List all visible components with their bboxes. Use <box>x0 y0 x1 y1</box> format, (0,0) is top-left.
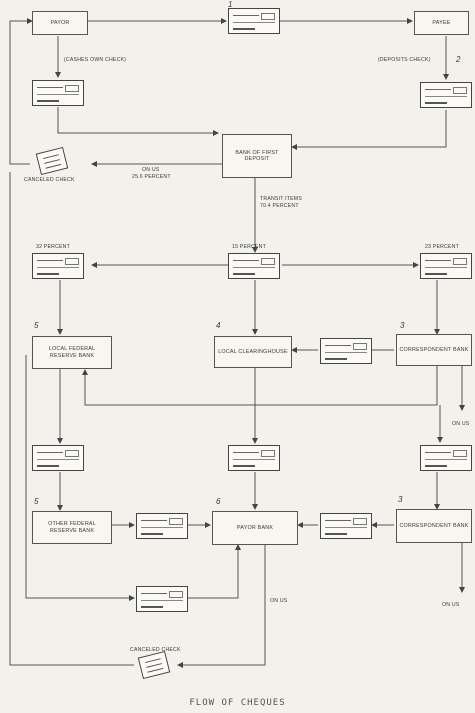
arrow-canceled2-rail <box>9 172 134 666</box>
pct-32-label: 32 PERCENT <box>36 244 70 250</box>
payor-bank-label: PAYOR BANK <box>236 524 274 531</box>
on-us-label: ON US <box>270 598 288 604</box>
check-icon <box>420 445 472 471</box>
check-icon <box>420 82 472 108</box>
payee-node: PAYEE <box>414 11 469 35</box>
payor-bank-node: PAYOR BANK <box>212 511 298 545</box>
bank-first-deposit-node: BANK OF FIRST DEPOSIT <box>222 134 292 178</box>
diagram-title: FLOW OF CHEQUES <box>189 698 286 708</box>
other-frb-label: OTHER FEDERAL RESERVE BANK <box>48 521 96 534</box>
step-number: 4 <box>216 321 221 330</box>
payor-label: PAYOR <box>50 19 70 26</box>
arrow-frb-lowercheck <box>25 355 135 601</box>
check-icon <box>420 253 472 279</box>
check-icon <box>32 445 84 471</box>
on-us-pct-label: 25.6 PERCENT <box>132 174 171 180</box>
pct-23-label: 23 PERCENT <box>425 244 459 250</box>
arrow-lowercheck-pb <box>188 544 241 599</box>
pct-15-label: 15 PERCENT <box>232 244 266 250</box>
arrow-cash-bank <box>57 107 219 136</box>
step-number: 6 <box>216 497 221 506</box>
transit-items-label: TRANSIT ITEMS <box>260 196 302 202</box>
cashes-own-label: (CASHES OWN CHECK) <box>64 57 127 63</box>
local-frb-node: LOCAL FEDERAL RESERVE BANK <box>32 336 112 369</box>
step-number: 2 <box>456 55 461 64</box>
deposits-label: (DEPOSITS CHECK) <box>378 57 431 63</box>
step-number: 1 <box>228 0 233 9</box>
correspondent-1-label: CORRESPONDENT BANK <box>399 346 469 353</box>
correspondent-bank-1-node: CORRESPONDENT BANK <box>396 334 472 366</box>
other-frb-node: OTHER FEDERAL RESERVE BANK <box>32 511 112 544</box>
transit-pct-label: 70.4 PERCENT <box>260 203 299 209</box>
arrow-deposit-bank <box>291 110 447 150</box>
local-clearinghouse-label: LOCAL CLEARINGHOUSE <box>218 348 288 355</box>
check-icon <box>32 253 84 279</box>
step-number: 5 <box>34 497 39 506</box>
arrow-pb-canceled <box>177 545 266 668</box>
on-us-label: ON US <box>452 421 470 427</box>
on-us-label: ON US <box>142 167 160 173</box>
check-icon <box>320 513 372 539</box>
check-icon <box>32 80 84 106</box>
arrow-corr-frb <box>82 366 438 406</box>
check-icon <box>136 586 188 612</box>
canceled-check-label: CANCELED CHECK <box>24 177 75 183</box>
canceled-check-label: CANCELED CHECK <box>130 647 181 653</box>
payee-label: PAYEE <box>432 19 451 26</box>
check-icon <box>228 253 280 279</box>
bank-first-deposit-label: BANK OF FIRST DEPOSIT <box>235 149 279 163</box>
step-number: 3 <box>398 495 403 504</box>
on-us-label: ON US <box>442 602 460 608</box>
correspondent-bank-2-node: CORRESPONDENT BANK <box>396 509 472 543</box>
check-icon <box>228 8 280 34</box>
step-number: 5 <box>34 321 39 330</box>
arrow-canceled-payor <box>9 18 33 165</box>
payor-node: PAYOR <box>32 11 88 35</box>
check-icon <box>136 513 188 539</box>
check-icon <box>320 338 372 364</box>
local-frb-label: LOCAL FEDERAL RESERVE BANK <box>48 346 96 359</box>
local-clearinghouse-node: LOCAL CLEARINGHOUSE <box>214 336 292 368</box>
correspondent-2-label: CORRESPONDENT BANK <box>399 522 469 529</box>
check-icon <box>228 445 280 471</box>
step-number: 3 <box>400 321 405 330</box>
